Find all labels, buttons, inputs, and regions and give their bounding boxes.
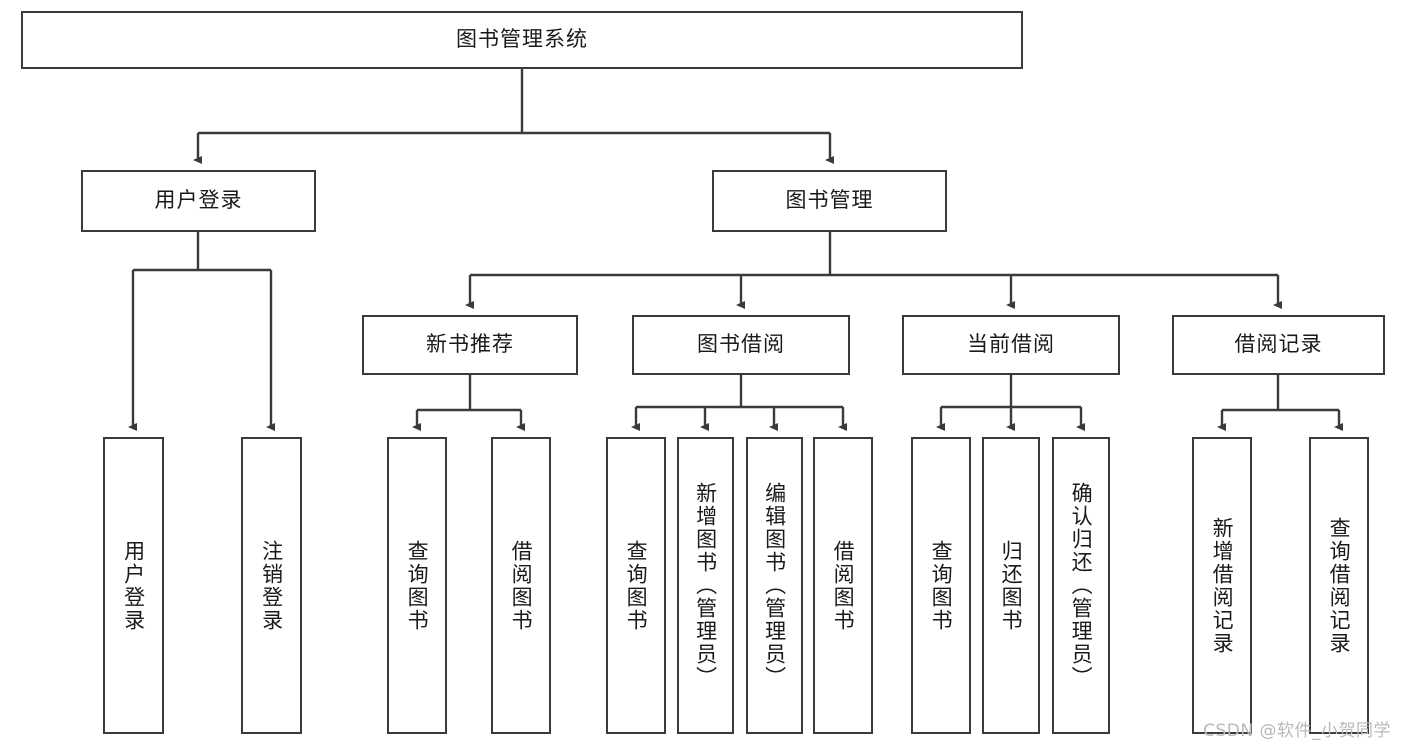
node-leaf-return-book[interactable]: 归还图书 — [982, 437, 1040, 734]
node-root-label: 图书管理系统 — [456, 27, 588, 52]
node-leaf-edit-book-label: 编辑图书（管理员） — [762, 482, 787, 689]
node-leaf-add-book-label: 新增图书（管理员） — [693, 482, 718, 689]
node-leaf-confirm-return-label: 确认归还（管理员） — [1069, 482, 1094, 689]
node-leaf-query-record[interactable]: 查询借阅记录 — [1309, 437, 1369, 734]
node-leaf-query-book-1-label: 查询图书 — [405, 539, 430, 632]
node-new-book-recommend[interactable]: 新书推荐 — [362, 315, 578, 375]
node-book-management[interactable]: 图书管理 — [712, 170, 947, 232]
node-book-borrow[interactable]: 图书借阅 — [632, 315, 850, 375]
node-leaf-borrow-book-1-label: 借阅图书 — [509, 539, 534, 632]
node-leaf-query-record-label: 查询借阅记录 — [1327, 516, 1352, 655]
node-leaf-query-book-1[interactable]: 查询图书 — [387, 437, 447, 734]
node-leaf-query-book-2[interactable]: 查询图书 — [606, 437, 666, 734]
watermark-text: CSDN @软件_小贺同学 — [1203, 721, 1391, 741]
node-leaf-add-record[interactable]: 新增借阅记录 — [1192, 437, 1252, 734]
node-current-borrow[interactable]: 当前借阅 — [902, 315, 1120, 375]
node-leaf-user-logout-label: 注销登录 — [259, 539, 284, 632]
node-leaf-query-book-3[interactable]: 查询图书 — [911, 437, 971, 734]
node-book-management-label: 图书管理 — [785, 188, 874, 213]
node-book-borrow-label: 图书借阅 — [697, 332, 785, 357]
node-leaf-query-book-3-label: 查询图书 — [929, 539, 954, 632]
node-leaf-user-logout[interactable]: 注销登录 — [241, 437, 302, 734]
node-root[interactable]: 图书管理系统 — [21, 11, 1023, 69]
node-leaf-edit-book[interactable]: 编辑图书（管理员） — [746, 437, 803, 734]
node-leaf-query-book-2-label: 查询图书 — [624, 539, 649, 632]
node-leaf-borrow-book-2-label: 借阅图书 — [831, 539, 856, 632]
node-leaf-return-book-label: 归还图书 — [999, 539, 1024, 632]
node-borrow-record[interactable]: 借阅记录 — [1172, 315, 1385, 375]
node-leaf-add-book[interactable]: 新增图书（管理员） — [677, 437, 734, 734]
node-leaf-user-login-label: 用户登录 — [121, 539, 146, 632]
node-user-login[interactable]: 用户登录 — [81, 170, 316, 232]
node-leaf-user-login[interactable]: 用户登录 — [103, 437, 164, 734]
node-leaf-add-record-label: 新增借阅记录 — [1210, 516, 1235, 655]
node-current-borrow-label: 当前借阅 — [967, 332, 1055, 357]
node-borrow-record-label: 借阅记录 — [1234, 332, 1323, 357]
node-leaf-borrow-book-2[interactable]: 借阅图书 — [813, 437, 873, 734]
node-leaf-confirm-return[interactable]: 确认归还（管理员） — [1052, 437, 1110, 734]
node-new-book-recommend-label: 新书推荐 — [426, 332, 514, 357]
node-user-login-label: 用户登录 — [154, 188, 243, 213]
node-leaf-borrow-book-1[interactable]: 借阅图书 — [491, 437, 551, 734]
